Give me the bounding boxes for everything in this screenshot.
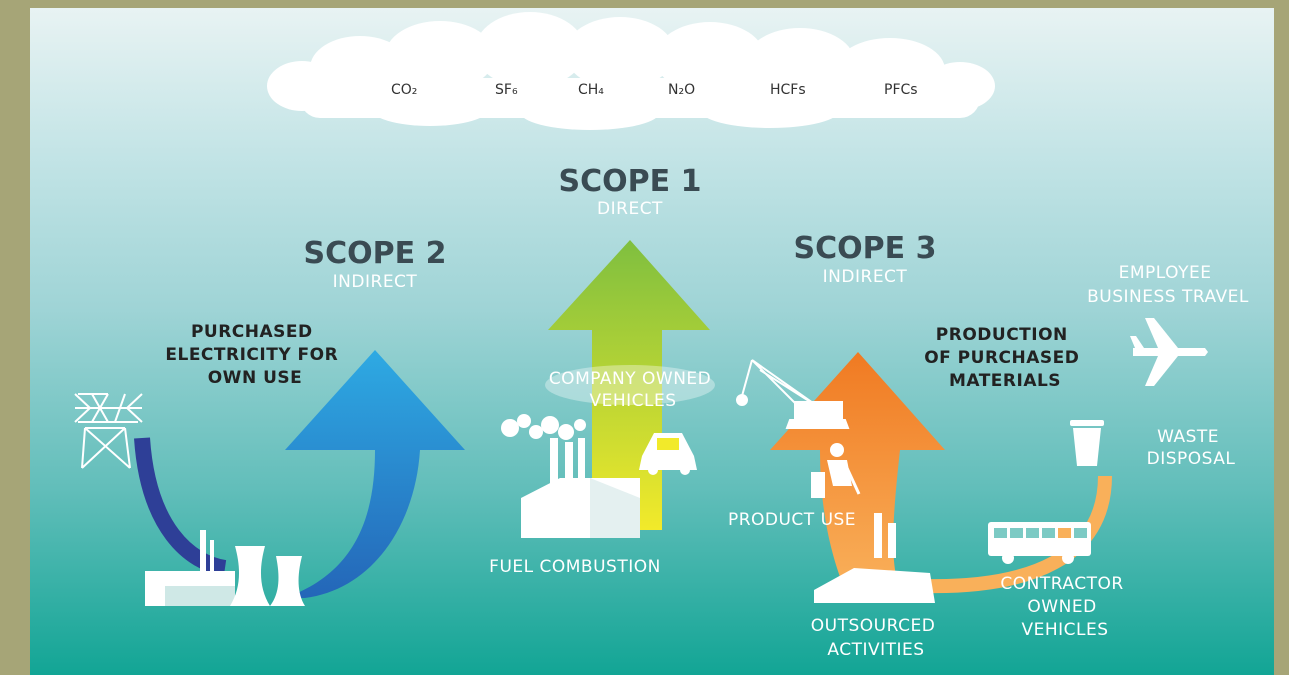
production-materials-label: PRODUCTION OF PURCHASED MATERIALS <box>924 325 1086 391</box>
product-use-label: PRODUCT USE <box>728 510 856 530</box>
power-plant-icon <box>145 530 305 606</box>
product-use-icon <box>811 443 861 498</box>
gas-pfcs: PFCs <box>884 82 918 98</box>
factory-icon <box>501 414 640 538</box>
fuel-combustion-label: FUEL COMBUSTION <box>489 557 661 577</box>
cloud <box>267 12 995 130</box>
scope2-title: SCOPE 2 <box>304 236 447 271</box>
contractor-vehicles-label: CONTRACTOR OWNED VEHICLES <box>1000 574 1129 640</box>
trash-can-icon <box>1070 420 1104 466</box>
waste-disposal-label: WASTE DISPOSAL <box>1147 427 1236 469</box>
outsourced-factory-icon <box>814 513 935 603</box>
scope1-arrow <box>548 240 710 530</box>
vehicles-glow <box>545 365 715 405</box>
scope1-title: SCOPE 1 <box>559 164 702 199</box>
scope2-arrow <box>285 350 465 598</box>
scope-diagram: CO₂ SF₆ CH₄ N₂O HCFs PFCs SCOPE 1 DIRECT… <box>74 12 1249 660</box>
gas-labels: CO₂ SF₆ CH₄ N₂O HCFs PFCs <box>391 82 918 98</box>
airplane-icon <box>1130 318 1208 386</box>
scope2-subtitle: INDIRECT <box>333 272 418 292</box>
gas-co2: CO₂ <box>391 82 417 98</box>
pylon-icon <box>74 393 143 469</box>
gas-sf6: SF₆ <box>495 82 518 98</box>
purchased-electricity-label: PURCHASED ELECTRICITY FOR OWN USE <box>165 322 344 388</box>
scope3-subtitle: INDIRECT <box>823 267 908 287</box>
car-icon <box>639 433 697 475</box>
crane-icon <box>736 359 850 429</box>
company-vehicles-label: COMPANY OWNED VEHICLES <box>549 369 717 411</box>
outsourced-activities-label: OUTSOURCED ACTIVITIES <box>811 616 941 660</box>
bus-icon <box>988 522 1091 564</box>
diagram-frame: CO₂ SF₆ CH₄ N₂O HCFs PFCs SCOPE 1 DIRECT… <box>30 8 1274 675</box>
business-travel-label: EMPLOYEE BUSINESS TRAVEL <box>1087 263 1249 307</box>
scope1-subtitle: DIRECT <box>597 199 663 219</box>
gas-ch4: CH₄ <box>578 82 604 98</box>
scope3-arrow <box>770 352 945 590</box>
gas-hcfs: HCFs <box>770 82 806 98</box>
scope3-title: SCOPE 3 <box>794 231 937 266</box>
gas-n2o: N₂O <box>668 82 695 98</box>
scope3-tail <box>924 475 1112 594</box>
